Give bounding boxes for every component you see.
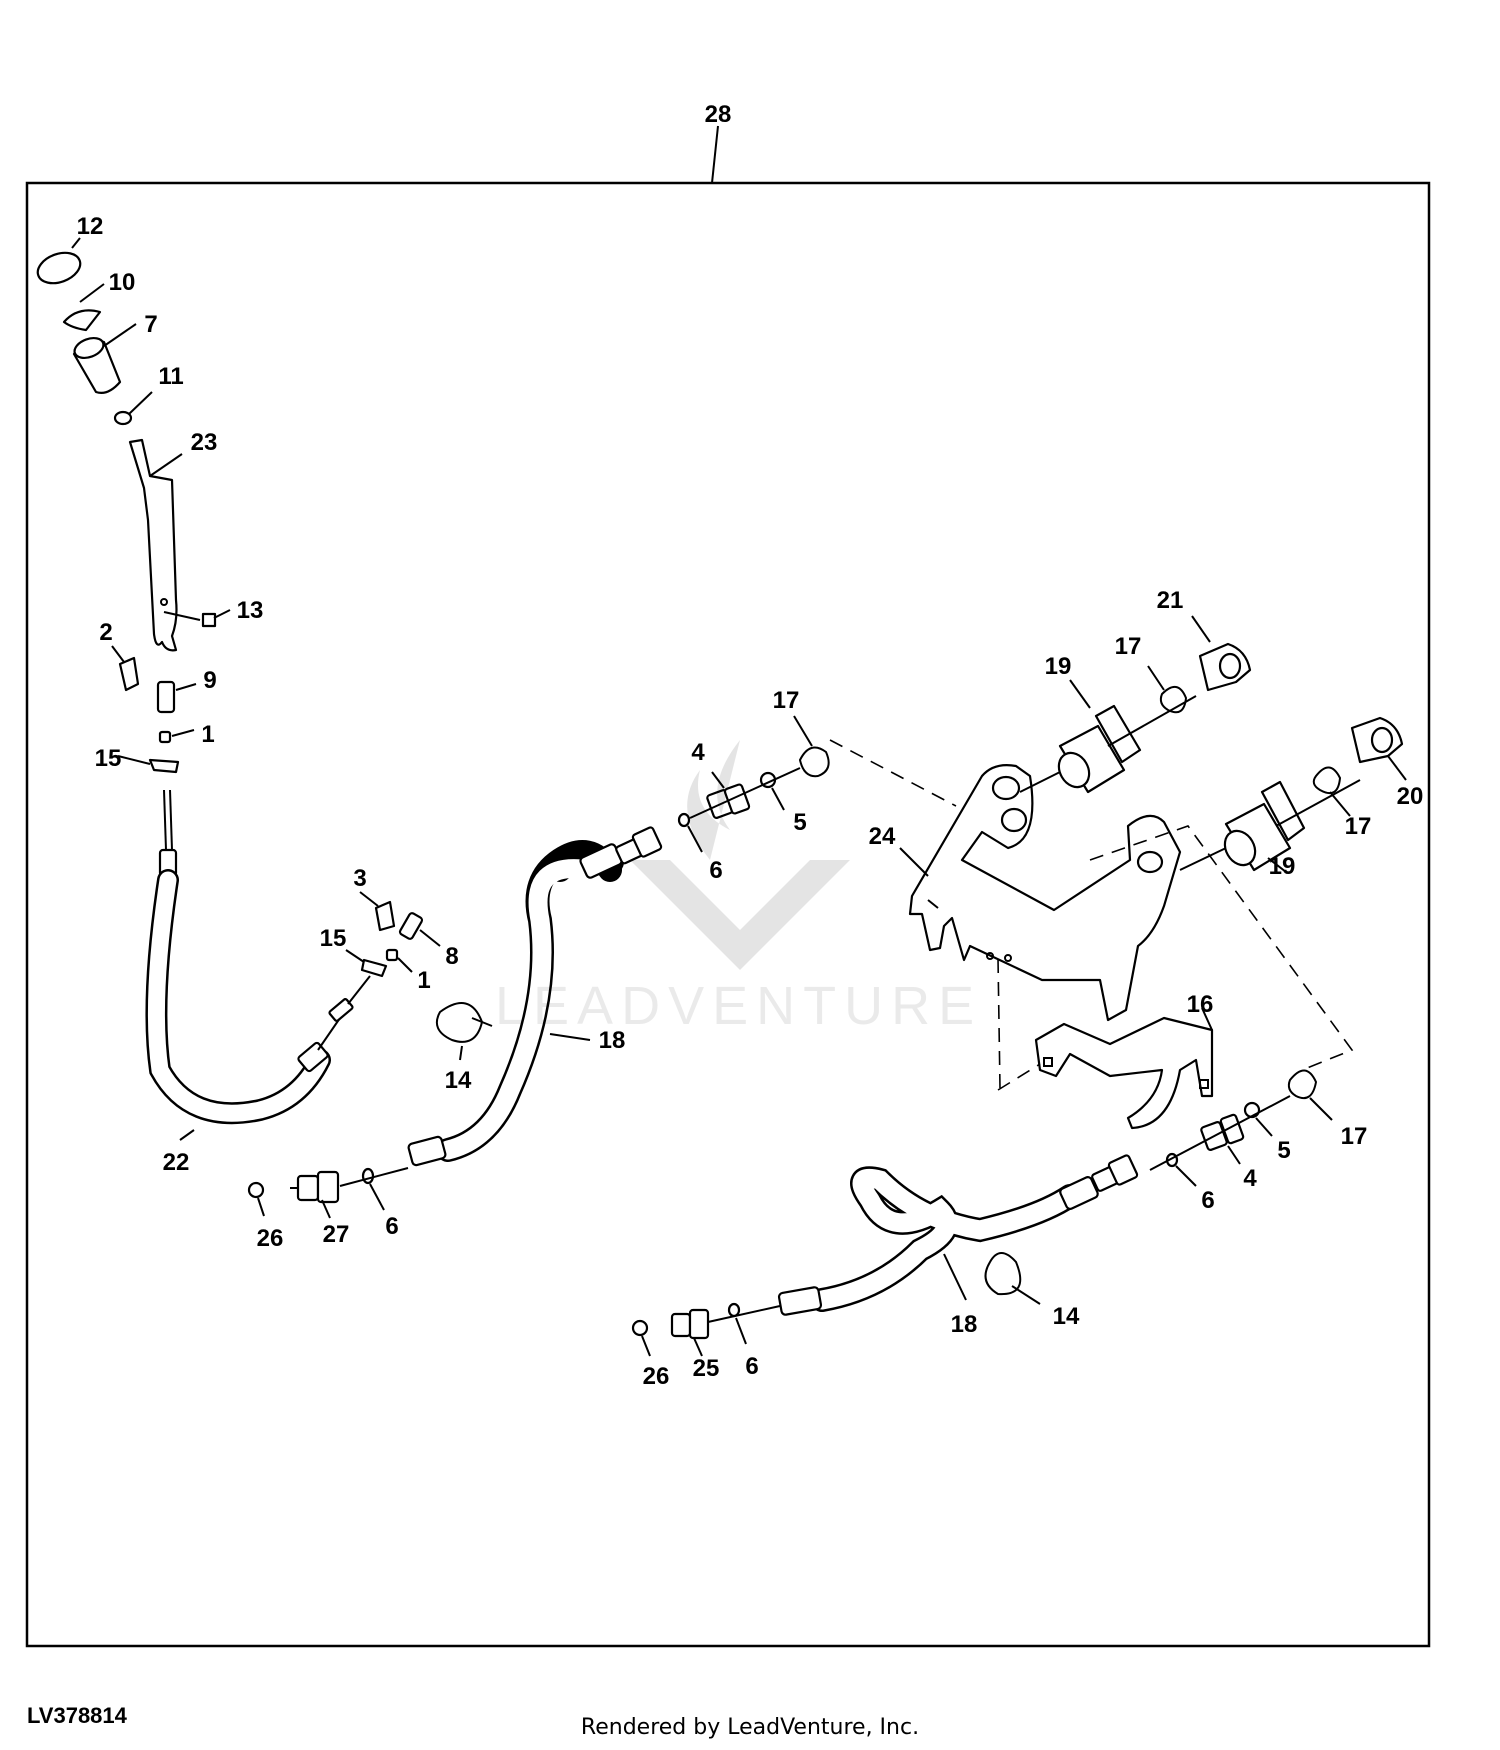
callout-24: 24 xyxy=(869,823,896,850)
dash-line-lower xyxy=(997,1063,1041,1091)
leader-28 xyxy=(711,125,719,184)
callout-14: 14 xyxy=(1053,1303,1080,1330)
part-9-clevis xyxy=(156,680,197,714)
callout-6: 6 xyxy=(1201,1187,1214,1214)
part-19-spool-a xyxy=(1019,679,1142,794)
callout-6: 6 xyxy=(709,857,722,884)
callout-4: 4 xyxy=(691,739,705,766)
part-2-clip xyxy=(111,645,140,692)
callout-19: 19 xyxy=(1269,853,1296,880)
callout-11: 11 xyxy=(158,363,183,390)
callout-3: 3 xyxy=(353,865,366,892)
part-1-pin-a xyxy=(158,729,195,744)
callout-12: 12 xyxy=(77,213,104,240)
centerline-lower-right xyxy=(1149,1095,1291,1171)
part-14-cable-tie-a xyxy=(436,1002,493,1061)
part-26-oring-b xyxy=(631,1319,651,1357)
part-20-cap xyxy=(1350,716,1407,781)
part-17-snap-ring-a xyxy=(793,715,830,778)
callout-8: 8 xyxy=(445,943,458,970)
part-18-hose-b xyxy=(777,1154,1139,1316)
callout-9: 9 xyxy=(203,667,216,694)
callout-2: 2 xyxy=(99,619,112,646)
callout-22: 22 xyxy=(163,1149,190,1176)
watermark-logo xyxy=(630,740,850,970)
part-23-lever xyxy=(128,438,183,652)
centerline-lower-left xyxy=(339,1167,409,1187)
part-13-screw xyxy=(163,609,231,628)
callout-5: 5 xyxy=(1277,1137,1290,1164)
part-6-washer-b xyxy=(677,812,703,853)
part-24-bracket xyxy=(899,764,1182,1022)
part-21-cap xyxy=(1191,615,1252,692)
callout-17: 17 xyxy=(773,687,800,714)
part-22-cable xyxy=(145,789,371,1141)
part-19-spool-b xyxy=(1179,780,1306,873)
centerline-spool-b xyxy=(1275,779,1361,827)
part-18-hose-a xyxy=(407,826,663,1167)
callout-20: 20 xyxy=(1397,783,1424,810)
part-16-bracket xyxy=(1034,1007,1214,1130)
part-17-snap-ring-c xyxy=(1312,766,1351,817)
centerline-spool-a xyxy=(1107,695,1197,747)
dash-line-bracket xyxy=(829,739,1001,1089)
assembly-frame xyxy=(25,181,1431,1648)
render-credit: Rendered by LeadVenture, Inc. xyxy=(580,1715,920,1740)
callout-1: 1 xyxy=(201,721,214,748)
callout-15: 15 xyxy=(320,925,347,952)
part-17-snap-ring-b xyxy=(1147,665,1188,714)
callout-13: 13 xyxy=(237,597,264,624)
callout-6: 6 xyxy=(745,1353,758,1380)
callout-18: 18 xyxy=(951,1311,978,1338)
part-8-clevis xyxy=(398,912,441,947)
watermark-text: LEADVENTURE xyxy=(495,976,983,1036)
part-3-clip xyxy=(359,891,396,932)
part-17-snap-ring-d xyxy=(1287,1069,1333,1121)
callout-26: 26 xyxy=(643,1363,670,1390)
callout-16: 16 xyxy=(1187,991,1214,1018)
callout-5: 5 xyxy=(793,809,806,836)
part-7-knob xyxy=(72,323,137,394)
callout-25: 25 xyxy=(693,1355,720,1382)
part-1-pin-b xyxy=(385,948,413,973)
part-15-clip-b xyxy=(345,949,388,978)
part-27-fitting xyxy=(290,1170,340,1219)
dash-line-right xyxy=(1089,825,1354,1071)
callout-23: 23 xyxy=(191,429,218,456)
callout-17: 17 xyxy=(1341,1123,1368,1150)
callout-10: 10 xyxy=(109,269,136,296)
centerline-bottom xyxy=(707,1305,781,1323)
part-25-fitting xyxy=(670,1308,710,1357)
callout-4: 4 xyxy=(1243,1165,1257,1192)
part-6-washer-d xyxy=(727,1302,747,1345)
part-26-oring-a xyxy=(247,1181,265,1217)
callout-17: 17 xyxy=(1115,633,1142,660)
callout-27: 27 xyxy=(323,1221,350,1248)
callout-6: 6 xyxy=(385,1213,398,1240)
callout-1: 1 xyxy=(417,967,430,994)
drawing-id: LV378814 xyxy=(27,1703,127,1728)
part-15-clip-a xyxy=(117,755,180,774)
part-10-ring xyxy=(62,283,105,332)
callout-26: 26 xyxy=(257,1225,284,1252)
callout-15: 15 xyxy=(95,745,122,772)
callout-21: 21 xyxy=(1157,587,1184,614)
centerline-upper-fitting xyxy=(689,767,801,819)
callout-19: 19 xyxy=(1045,653,1072,680)
callout-17: 17 xyxy=(1345,813,1372,840)
callout-28: 28 xyxy=(705,101,732,128)
callout-18: 18 xyxy=(599,1027,626,1054)
part-12-knob-cap xyxy=(36,237,82,285)
callout-7: 7 xyxy=(144,311,157,338)
part-11-nut xyxy=(113,391,153,426)
callout-14: 14 xyxy=(445,1067,472,1094)
part-14-cable-tie-b xyxy=(984,1252,1041,1305)
